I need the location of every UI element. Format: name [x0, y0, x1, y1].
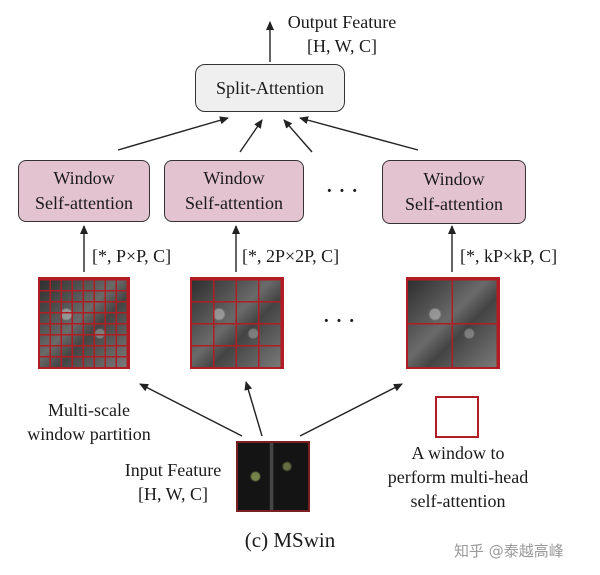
window-attention-title: Window — [53, 168, 115, 188]
arrow-window3-to-split — [299, 116, 419, 151]
window-attention-box-1: Window Self-attention — [18, 160, 150, 222]
input-feature-dims: [H, W, C] — [137, 484, 208, 504]
arrow-input-to-grid2 — [244, 381, 263, 437]
legend-line2: perform multi-head — [387, 467, 529, 487]
partition-grid-fine — [38, 277, 130, 369]
arrow-window1-to-split — [117, 116, 229, 151]
split-attention-label: Split-Attention — [216, 77, 324, 98]
dims-label-2: [*, 2P×2P, C] — [242, 246, 340, 266]
window-attention-subtitle: Self-attention — [35, 193, 133, 213]
partition-grid-coarse — [406, 277, 500, 369]
arrow-dots-to-split — [283, 119, 313, 153]
output-feature-title: Output Feature — [287, 12, 397, 32]
split-attention-box: Split-Attention — [195, 64, 345, 112]
input-feature-map-image — [236, 441, 310, 512]
arrow-input-to-grid1 — [139, 383, 243, 437]
legend-line3: self-attention — [410, 491, 506, 511]
input-feature-label: Input Feature [H, W, C] — [108, 458, 238, 506]
arrow-input-to-grid3 — [299, 383, 403, 437]
window-attention-box-3: Window Self-attention — [382, 160, 526, 224]
arrow-window2-to-split — [239, 119, 263, 153]
figure-caption: (c) MSwin — [244, 528, 336, 552]
partition-grid-medium — [190, 277, 284, 369]
window-attention-subtitle: Self-attention — [185, 193, 283, 213]
legend-line1: A window to — [411, 443, 505, 463]
partition-label-line1: Multi-scale — [48, 400, 130, 420]
legend-window-description: A window to perform multi-head self-atte… — [366, 441, 550, 513]
window-attention-title: Window — [203, 168, 265, 188]
watermark-text: 知乎 @泰越高峰 — [454, 542, 564, 560]
output-feature-label: Output Feature [H, W, C] — [262, 10, 422, 58]
window-attention-title: Window — [423, 169, 485, 189]
dims-label-1: [*, P×P, C] — [92, 246, 172, 266]
dims-label-3: [*, kP×kP, C] — [460, 246, 558, 266]
grid-ellipsis: ··· — [322, 306, 360, 335]
partition-label-line2: window partition — [27, 424, 151, 444]
window-attention-box-2: Window Self-attention — [164, 160, 304, 222]
window-attention-subtitle: Self-attention — [405, 194, 503, 214]
window-ellipsis: ··· — [325, 176, 363, 205]
input-feature-title: Input Feature — [124, 460, 222, 480]
multi-scale-partition-label: Multi-scale window partition — [14, 398, 164, 446]
legend-window-square — [435, 396, 479, 438]
output-feature-dims: [H, W, C] — [306, 36, 377, 56]
